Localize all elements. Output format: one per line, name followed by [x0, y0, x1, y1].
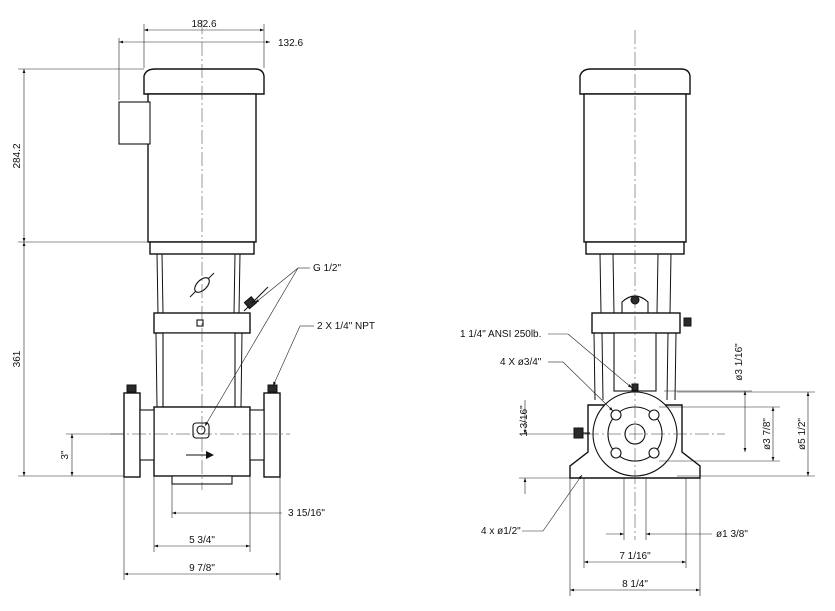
callout-foot-holes: 4 x ø1/2"	[481, 474, 583, 537]
inlet-flange-left	[123, 384, 155, 478]
label-drain-ports: 2 X 1/4" NPT	[317, 321, 375, 332]
motor-side	[118, 68, 265, 255]
dim-base-width: 5 3/4"	[189, 535, 215, 546]
flow-direction-arrow	[186, 451, 214, 459]
dim-foot-spacing: ø1 3/8"	[716, 529, 748, 540]
dim-flange-od: ø5 1/2"	[797, 418, 808, 450]
coupling-frame-side	[156, 253, 241, 314]
dim-base-outer: 8 1/4"	[622, 579, 648, 590]
callout-drain-ports: 2 X 1/4" NPT	[272, 321, 375, 387]
dim-bore: ø3 1/16"	[734, 343, 745, 381]
gauge-port-fitting	[243, 286, 269, 312]
label-flange-ansi: 1 1/4" ANSI 250lb.	[460, 329, 541, 340]
dim-motor-offset: 132.6	[278, 38, 303, 49]
callout-flange-ansi: 1 1/4" ANSI 250lb.	[460, 329, 633, 389]
dim-inlet-height: 3"	[60, 450, 71, 460]
sleeve-side	[162, 332, 236, 408]
left-view: 182.6 132.6 284.2 361 3" 3 15/16" 5 3/4"…	[12, 19, 375, 580]
dim-flange-center: 1 3/16"	[519, 405, 530, 437]
dim-motor-height: 284.2	[12, 143, 23, 168]
callout-bolt-holes: 4 X ø3/4"	[500, 357, 614, 412]
dim-pump-height: 361	[12, 350, 23, 367]
coupling-frame-front	[599, 253, 672, 314]
bracket-bolt-head	[196, 319, 204, 327]
right-view: 1 1/4" ANSI 250lb. 4 X ø3/4" 1 3/16" 4 x…	[460, 30, 815, 596]
dim-bolt-circle: ø3 7/8"	[762, 418, 773, 450]
bracket-plate-front	[591, 312, 681, 334]
outlet-flange-right	[249, 384, 281, 478]
label-bolt-holes: 4 X ø3/4"	[500, 357, 542, 368]
drain-plug	[192, 422, 210, 439]
dim-base-slot: 3 15/16"	[288, 508, 325, 519]
label-foot-holes: 4 x ø1/2"	[481, 526, 521, 537]
dim-base-inner: 7 1/16"	[619, 551, 651, 562]
label-gauge-port: G 1/2"	[313, 263, 341, 274]
dim-flange-span: 9 7/8"	[189, 563, 215, 574]
dim-motor-width: 182.6	[191, 19, 216, 30]
callout-gauge-port: G 1/2"	[204, 263, 341, 427]
